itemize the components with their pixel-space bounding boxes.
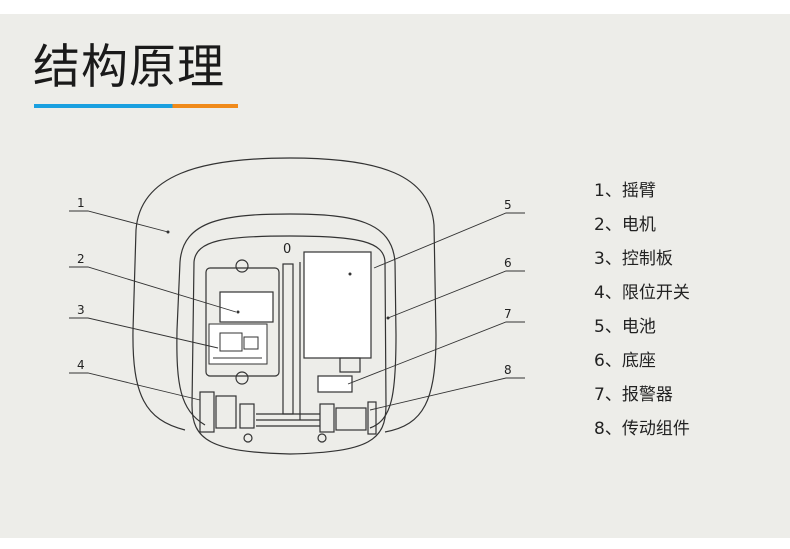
leader-2 — [69, 266, 237, 313]
motor-block — [219, 291, 274, 323]
arm-outline — [132, 157, 437, 433]
limit-switch — [199, 391, 215, 433]
drive-screw — [256, 413, 320, 427]
legend-item-arm: 1、摇臂 — [594, 181, 656, 201]
leader-7 — [347, 321, 525, 385]
legend-item-alarm: 7、报警器 — [594, 385, 673, 405]
control-board — [208, 323, 268, 365]
callout-7: 7 — [504, 307, 512, 321]
leader-4 — [69, 372, 201, 401]
callout-4: 4 — [77, 358, 85, 372]
vertical-rod — [282, 263, 294, 415]
base-housing — [191, 235, 387, 455]
alarm — [317, 375, 353, 393]
legend-item-limit-switch: 4、限位开关 — [594, 283, 690, 303]
legend-item-motor: 2、电机 — [594, 215, 656, 235]
page-title: 结构原理 — [33, 40, 225, 95]
battery-terminal — [339, 357, 361, 373]
title-underline — [34, 104, 238, 108]
callout-5: 5 — [504, 198, 512, 212]
legend-item-transmission: 8、传动组件 — [594, 419, 690, 439]
arm-inner-outline — [176, 213, 397, 429]
leader-1 — [69, 210, 169, 233]
scale-mark: 0 — [283, 242, 291, 257]
legend-item-control-board: 3、控制板 — [594, 249, 673, 269]
leader-8 — [369, 377, 525, 411]
leader-5 — [373, 212, 525, 269]
component-legend: 1、摇臂 2、电机 3、控制板 4、限位开关 5、电池 6、底座 7、报警器 8… — [594, 181, 690, 453]
leader-3 — [69, 317, 219, 349]
leader-6 — [387, 270, 525, 319]
motor-mount-plate — [205, 267, 280, 377]
battery — [303, 251, 372, 359]
callout-1: 1 — [77, 196, 85, 210]
legend-item-base: 6、底座 — [594, 351, 656, 371]
callout-3: 3 — [77, 303, 85, 317]
callout-2: 2 — [77, 252, 85, 266]
callout-8: 8 — [504, 363, 512, 377]
callout-6: 6 — [504, 256, 512, 270]
legend-item-battery: 5、电池 — [594, 317, 656, 337]
